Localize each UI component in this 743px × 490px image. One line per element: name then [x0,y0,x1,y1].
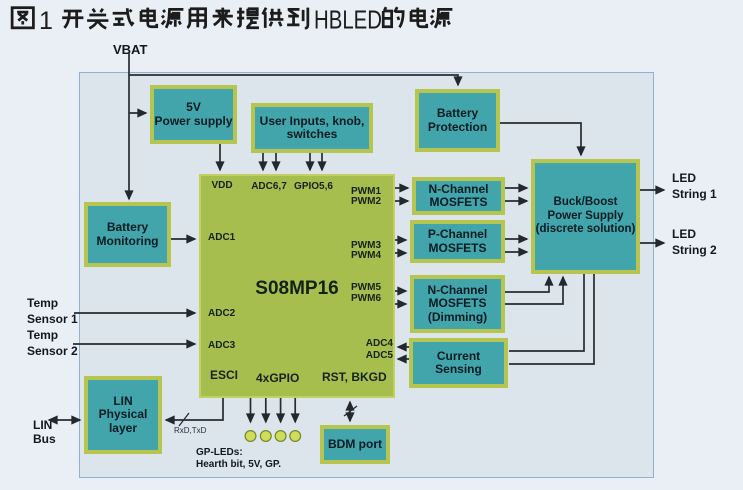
svg-text:1: 1 [39,7,53,35]
svg-text:HBLED: HBLED [314,5,382,35]
